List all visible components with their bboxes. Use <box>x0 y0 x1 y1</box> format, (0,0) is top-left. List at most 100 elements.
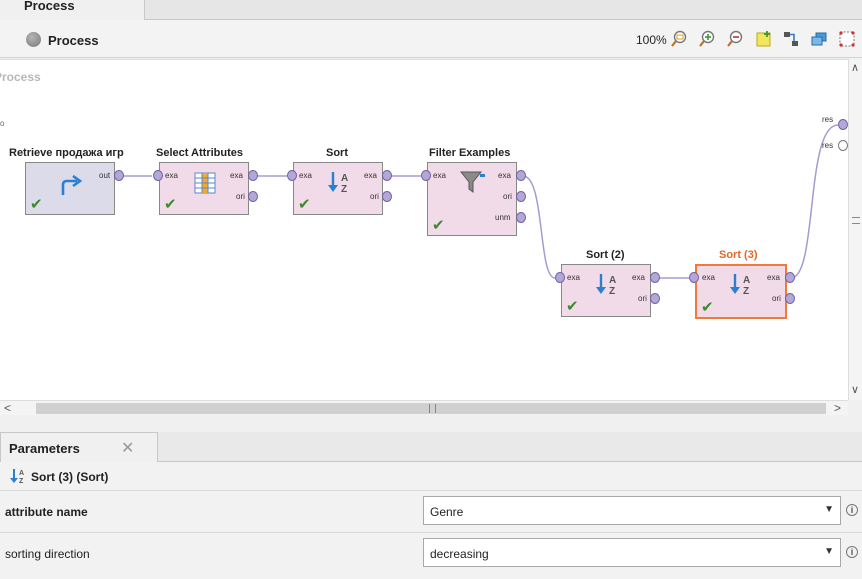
output-port[interactable] <box>248 191 258 202</box>
output-port[interactable] <box>516 170 526 181</box>
success-check-icon: ✔ <box>566 298 579 315</box>
input-port[interactable] <box>421 170 431 181</box>
operator-title-selected: Sort (3) <box>719 249 758 261</box>
output-port[interactable] <box>114 170 124 181</box>
operator-retrieve[interactable]: ✔ <box>25 162 115 215</box>
wire-sort3-to-result <box>790 124 839 279</box>
result-port-label: res <box>822 141 834 150</box>
scroll-grip-icon[interactable] <box>852 217 860 224</box>
chevron-down-icon[interactable]: ▼ <box>824 504 834 515</box>
sorting-direction-dropdown[interactable]: decreasing ▼ <box>423 538 841 567</box>
port-label: ori <box>638 294 647 303</box>
success-check-icon: ✔ <box>432 217 445 234</box>
sort-az-icon: A Z <box>596 274 616 297</box>
svg-text:A: A <box>341 173 348 184</box>
scroll-up-icon[interactable]: ∧ <box>851 62 860 74</box>
sort-az-icon: A Z <box>730 274 750 297</box>
zoom-level: 100% <box>636 33 667 47</box>
add-note-icon[interactable] <box>755 30 773 48</box>
operator-title: Filter Examples <box>429 147 511 159</box>
tab-parameters[interactable]: Parameters ✕ <box>0 432 158 463</box>
svg-text:Z: Z <box>743 286 749 297</box>
port-label: exa <box>165 171 178 180</box>
wire-filter-to-sort2 <box>522 175 556 279</box>
operator-title: Sort <box>326 147 348 159</box>
operator-title: Select Attributes <box>156 147 244 159</box>
port-label: exa <box>567 273 580 282</box>
info-icon[interactable]: i <box>846 504 858 516</box>
result-port[interactable] <box>838 119 848 130</box>
svg-text:A: A <box>19 470 24 477</box>
zoom-fit-icon[interactable] <box>670 30 688 48</box>
parameters-tab-label: Parameters <box>9 441 80 456</box>
zoom-in-icon[interactable] <box>698 30 716 48</box>
port-label: ori <box>236 192 245 201</box>
port-label: ori <box>503 192 512 201</box>
canvas-edge-mark: o <box>0 119 5 128</box>
parameter-label: sorting direction <box>5 547 90 561</box>
input-port[interactable] <box>555 272 565 283</box>
port-label: exa <box>498 171 511 180</box>
process-icon <box>26 32 41 47</box>
canvas-vertical-scrollbar[interactable]: ∧ ∨ <box>848 59 862 400</box>
port-label: ori <box>370 192 379 201</box>
svg-text:Z: Z <box>609 286 615 297</box>
attribute-name-dropdown[interactable]: Genre ▼ <box>423 496 841 525</box>
input-port[interactable] <box>287 170 297 181</box>
port-label: ori <box>772 294 781 303</box>
retrieve-icon <box>61 175 83 195</box>
svg-text:A: A <box>609 275 616 286</box>
zoom-out-icon[interactable] <box>726 30 744 48</box>
close-icon[interactable]: ✕ <box>121 440 135 457</box>
process-canvas[interactable]: Process o Retrieve продажа игр ✔ out Sel… <box>0 59 848 400</box>
operator-sort-2[interactable]: A Z ✔ <box>561 264 651 317</box>
svg-text:Z: Z <box>341 184 347 195</box>
operator-select-attributes[interactable]: ✔ <box>159 162 249 215</box>
output-port[interactable] <box>516 191 526 202</box>
success-check-icon: ✔ <box>164 196 177 213</box>
tab-process[interactable]: Process <box>0 0 145 20</box>
port-label: exa <box>230 171 243 180</box>
arrange-icon[interactable] <box>810 30 828 48</box>
output-port[interactable] <box>248 170 258 181</box>
breadcrumb[interactable]: Process <box>48 33 99 48</box>
scroll-down-icon[interactable]: ∨ <box>851 384 860 396</box>
operator-title: Retrieve продажа игр <box>9 147 124 159</box>
port-label: unm <box>495 213 511 222</box>
output-port[interactable] <box>382 170 392 181</box>
operator-sort[interactable]: A Z ✔ <box>293 162 383 215</box>
info-icon[interactable]: i <box>846 546 858 558</box>
fit-grid-icon[interactable] <box>838 30 856 48</box>
operator-filter-examples[interactable]: ✔ <box>427 162 517 236</box>
parameters-header: A Z Sort (3) (Sort) <box>0 462 862 490</box>
input-port[interactable] <box>153 170 163 181</box>
output-port[interactable] <box>650 272 660 283</box>
output-port[interactable] <box>382 191 392 202</box>
operator-sort-3[interactable]: A Z ✔ <box>695 264 787 319</box>
output-port[interactable] <box>785 293 795 304</box>
parameter-label: attribute name <box>5 505 88 519</box>
scroll-left-icon[interactable]: < <box>4 401 12 415</box>
sort-az-icon: A Z <box>328 172 348 195</box>
operator-title: Sort (2) <box>586 249 625 261</box>
scroll-grip-icon[interactable] <box>429 404 436 413</box>
auto-wire-icon[interactable] <box>782 30 800 48</box>
output-port[interactable] <box>516 212 526 223</box>
connection-wires <box>121 124 839 279</box>
process-toolbar: Process 100% <box>0 20 862 58</box>
input-port[interactable] <box>689 272 699 283</box>
scroll-thumb[interactable] <box>36 403 826 414</box>
sort-az-icon: A Z <box>10 469 24 484</box>
output-port[interactable] <box>650 293 660 304</box>
scroll-right-icon[interactable]: > <box>834 401 842 415</box>
parameter-row-attribute-name: attribute name Genre ▼ i <box>0 490 862 532</box>
canvas-horizontal-scrollbar[interactable]: < > <box>0 400 848 415</box>
result-port[interactable] <box>838 140 848 151</box>
success-check-icon: ✔ <box>30 196 43 213</box>
output-port[interactable] <box>785 272 795 283</box>
chevron-down-icon[interactable]: ▼ <box>824 546 834 557</box>
port-label: out <box>99 171 111 180</box>
port-label: exa <box>702 273 715 282</box>
parameters-tab-strip: Parameters ✕ <box>0 432 862 463</box>
